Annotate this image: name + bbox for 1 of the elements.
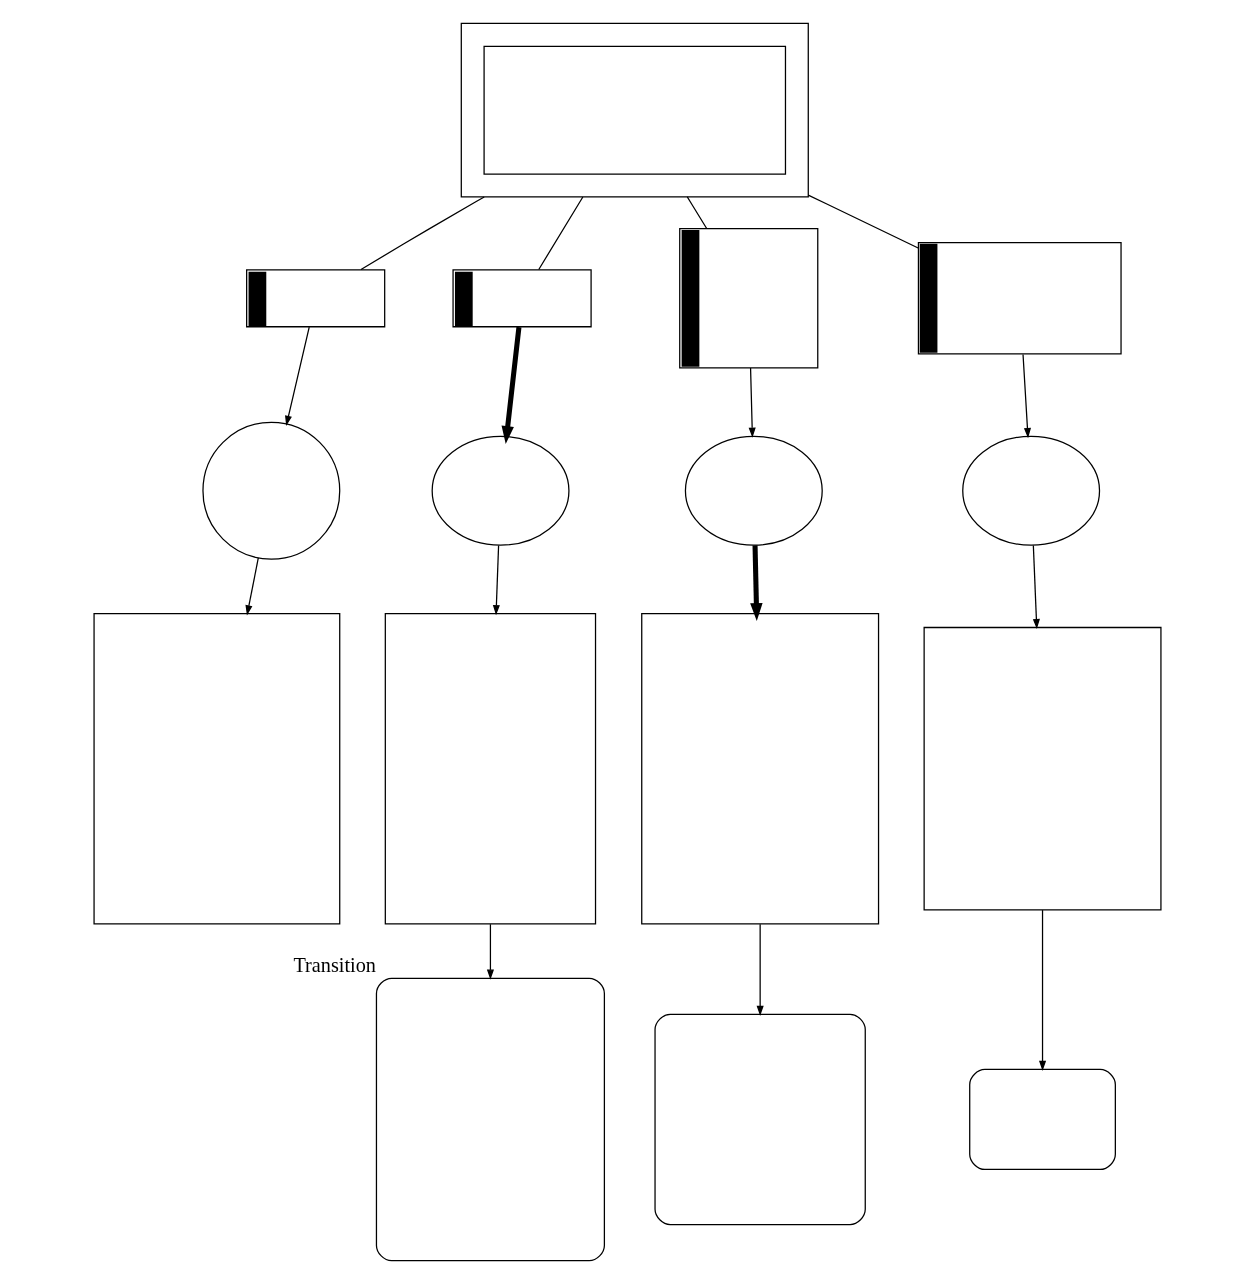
node-label: Transition	[292, 953, 376, 976]
